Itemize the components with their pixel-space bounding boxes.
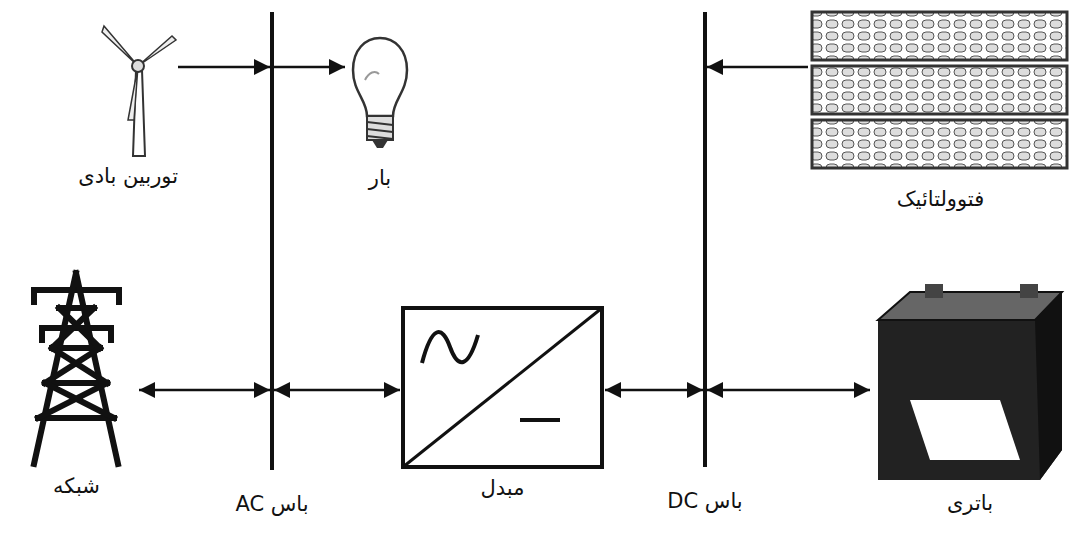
converter-box-icon	[400, 305, 605, 470]
node-label: فتوولتائیک	[808, 187, 1073, 211]
node-label: باس AC	[235, 492, 308, 516]
battery-icon	[870, 280, 1070, 485]
load-bulb-icon	[345, 30, 415, 160]
dc-bus: باس DC	[703, 12, 707, 467]
power-flow-arrow	[178, 66, 270, 69]
grid-tower-icon	[14, 268, 139, 468]
power-flow-arrow	[605, 389, 703, 392]
ac-bus: باس AC	[270, 12, 274, 470]
node-label: باس DC	[667, 489, 742, 513]
converter-box: مبدل	[400, 305, 605, 500]
wind-turbine-icon	[98, 8, 178, 158]
node-label: توربین بادی	[98, 164, 178, 188]
battery: باتری	[870, 280, 1070, 515]
power-flow-arrow	[707, 66, 808, 69]
power-flow-arrow	[274, 389, 400, 392]
node-label: مبدل	[400, 476, 605, 500]
load-bulb: بار	[345, 30, 415, 190]
power-flow-arrow	[139, 389, 270, 392]
wind-turbine: توربین بادی	[98, 8, 178, 188]
pv-panel-icon	[808, 6, 1073, 181]
power-flow-arrow	[707, 389, 870, 392]
node-label: شبکه	[14, 474, 139, 498]
pv-panel: فتوولتائیک	[808, 6, 1073, 211]
power-flow-arrow	[274, 66, 345, 69]
node-label: باتری	[870, 491, 1070, 515]
grid-tower: شبکه	[14, 268, 139, 498]
node-label: بار	[345, 166, 415, 190]
